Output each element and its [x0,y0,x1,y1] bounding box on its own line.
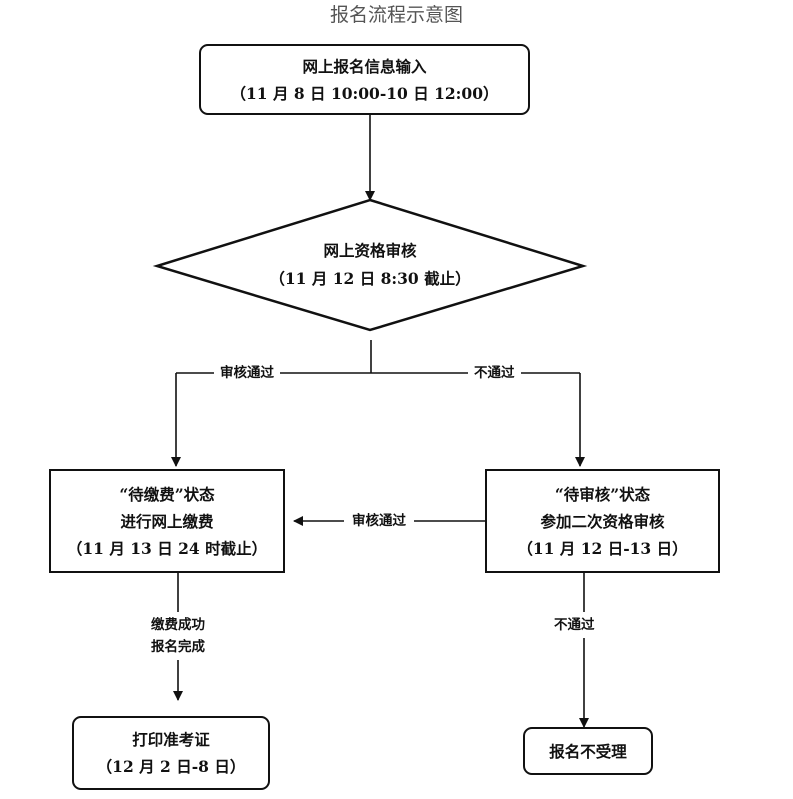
step-online-input: 网上报名信息输入 （11 月 8 日 10:00-10 日 12:00） [199,44,530,115]
edge-label-second-pass: 审核通过 [344,510,414,532]
step-pending-payment-deadline: （11 月 13 日 24 时截止） [66,538,268,558]
step-review: 网上资格审核 （11 月 12 日 8:30 截止） [232,237,508,293]
edge-label-payment-done: 缴费成功 报名完成 [138,612,218,660]
step-review-title: 网上资格审核 [323,241,417,260]
edge-label-review-fail: 不通过 [468,362,521,384]
step-rejected-title: 报名不受理 [549,741,627,761]
edge-label-payment-done-line1: 缴费成功 [151,617,205,633]
step-online-input-date: （11 月 8 日 10:00-10 日 12:00） [230,83,499,103]
step-review-deadline: （11 月 12 日 8:30 截止） [269,269,471,288]
step-rejected: 报名不受理 [523,727,653,775]
edge-label-review-pass: 审核通过 [214,362,280,384]
review-diamond [152,198,588,332]
step-pending-review-date: （11 月 12 日-13 日） [517,538,688,558]
step-pending-review-action: 参加二次资格审核 [540,511,665,531]
step-print-ticket-title: 打印准考证 [132,730,210,749]
step-print-ticket: 打印准考证 （12 月 2 日-8 日） [72,716,270,790]
step-print-ticket-date: （12 月 2 日-8 日） [96,757,246,776]
step-pending-payment: “待缴费”状态 进行网上缴费 （11 月 13 日 24 时截止） [49,469,285,573]
diagram-title: 报名流程示意图 [329,4,463,26]
step-online-input-title: 网上报名信息输入 [302,56,427,76]
step-pending-review-status: “待审核”状态 [554,484,651,504]
edge-label-second-fail: 不通过 [548,612,601,638]
step-pending-payment-status: “待缴费”状态 [119,484,215,504]
step-pending-review: “待审核”状态 参加二次资格审核 （11 月 12 日-13 日） [485,469,720,573]
step-pending-payment-action: 进行网上缴费 [120,511,214,531]
edge-label-payment-done-line2: 报名完成 [151,639,205,655]
